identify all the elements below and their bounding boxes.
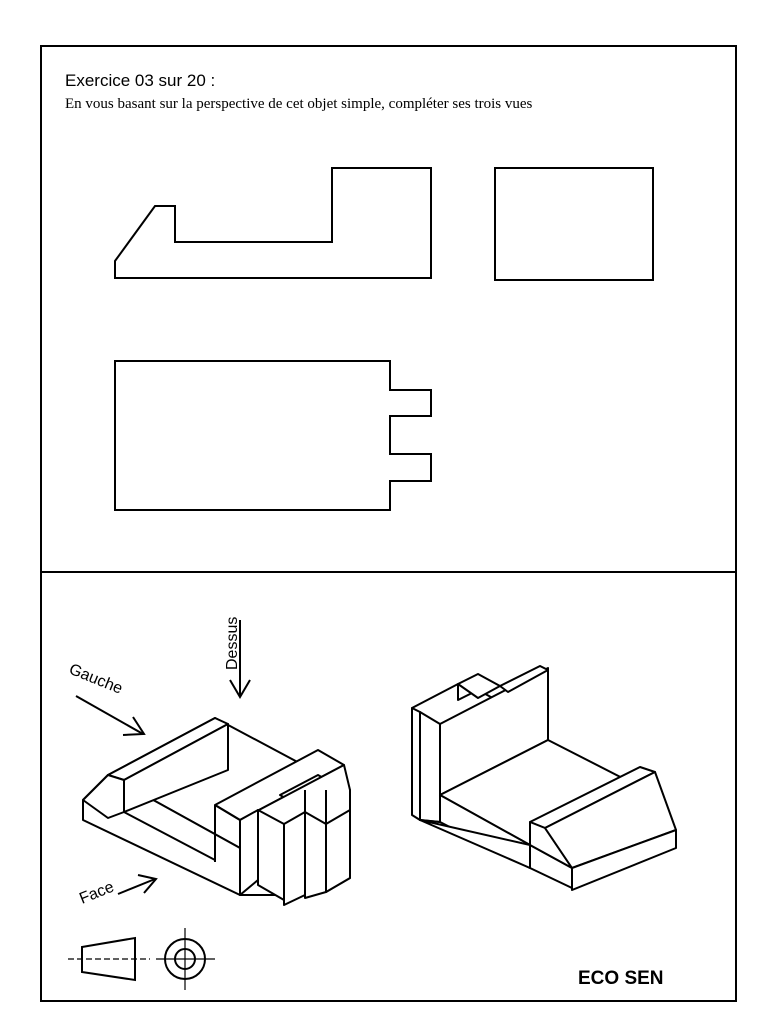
front-direction-label: Face: [77, 879, 116, 908]
brand-label: ECO SEN: [578, 968, 664, 989]
outer-frame: [40, 45, 737, 1002]
isometric-view-front-left: [82, 717, 351, 906]
projection-symbol-icon: [68, 928, 215, 990]
exercise-instruction: En vous basant sur la perspective de cet…: [65, 96, 533, 112]
left-direction-arrow-icon: [75, 695, 146, 736]
isometric-view-back-right: [411, 665, 677, 891]
left-direction-label: Gauche: [67, 661, 125, 698]
front-view-outline: [114, 167, 432, 279]
side-view-outline: [494, 167, 654, 281]
top-direction-arrow-icon: [229, 620, 251, 699]
top-view-outline: [114, 360, 432, 511]
exercise-title: Exercice 03 sur 20 :: [65, 71, 215, 90]
top-direction-label: Dessus: [224, 617, 241, 670]
front-direction-arrow-icon: [117, 874, 158, 895]
